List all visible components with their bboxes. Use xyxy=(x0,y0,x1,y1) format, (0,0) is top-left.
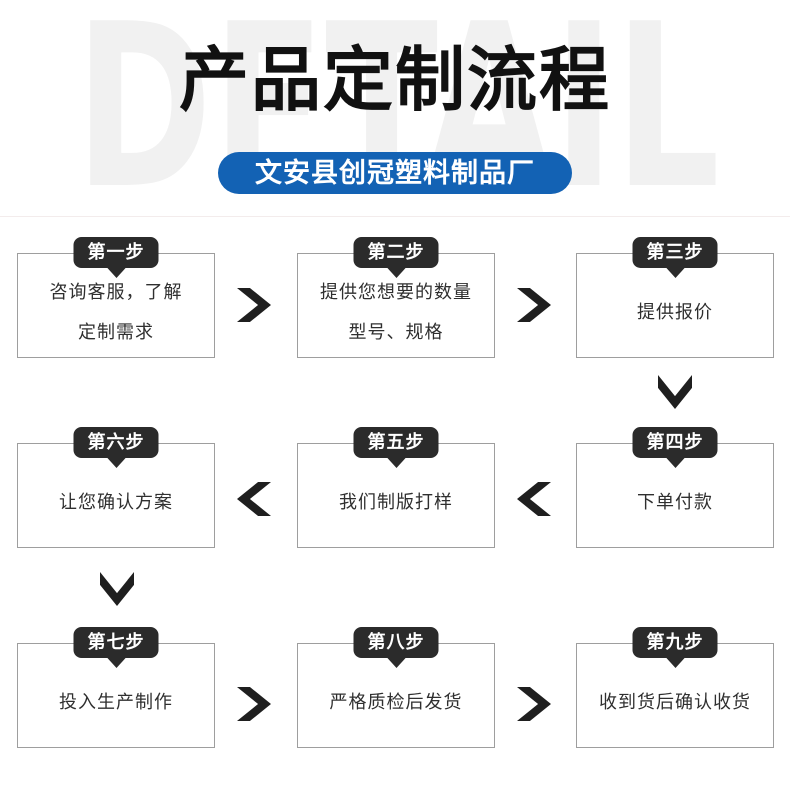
step-text-9: 收到货后确认收货 xyxy=(599,691,751,712)
chevron-right-icon xyxy=(237,687,271,721)
chevron-left-icon xyxy=(237,482,271,516)
step-box-2: 第二步 提供您想要的数量 型号、规格 xyxy=(297,237,495,358)
step-box-6: 第六步 让您确认方案 xyxy=(17,427,215,548)
page-title: 产品定制流程 xyxy=(179,41,611,119)
step-text-8: 严格质检后发货 xyxy=(329,691,463,712)
step-tag-2: 第二步 xyxy=(353,237,439,268)
chevron-left-icon xyxy=(517,482,551,516)
detail-watermark: DETAIL xyxy=(75,0,720,239)
step-box-9: 第九步 收到货后确认收货 xyxy=(576,627,774,748)
step-tag-3: 第三步 xyxy=(632,237,718,268)
step-box-1: 第一步 咨询客服，了解 定制需求 xyxy=(17,237,215,358)
step-tag-1: 第一步 xyxy=(73,237,159,268)
step-box-4: 第四步 下单付款 xyxy=(576,427,774,548)
step-box-8: 第八步 严格质检后发货 xyxy=(297,627,495,748)
chevron-right-icon xyxy=(237,288,271,322)
chevron-right-icon xyxy=(517,288,551,322)
step-text-6: 让您确认方案 xyxy=(59,491,173,512)
step-tag-5: 第五步 xyxy=(353,427,439,458)
step-tag-8: 第八步 xyxy=(353,627,439,658)
chevron-down-icon xyxy=(658,375,692,409)
step-box-3: 第三步 提供报价 xyxy=(576,237,774,358)
step-text-1: 咨询客服，了解 定制需求 xyxy=(49,281,183,342)
company-banner: 文安县创冠塑料制品厂 xyxy=(218,152,572,194)
step-text-7: 投入生产制作 xyxy=(59,691,173,712)
step-text-5: 我们制版打样 xyxy=(339,491,453,512)
chevron-right-icon xyxy=(517,687,551,721)
watermark-text: DETAIL xyxy=(75,0,720,239)
section-divider xyxy=(0,216,790,217)
step-tag-7: 第七步 xyxy=(73,627,159,658)
step-tag-4: 第四步 xyxy=(632,427,718,458)
step-tag-6: 第六步 xyxy=(73,427,159,458)
step-box-7: 第七步 投入生产制作 xyxy=(17,627,215,748)
step-text-4: 下单付款 xyxy=(637,491,713,512)
step-box-5: 第五步 我们制版打样 xyxy=(297,427,495,548)
step-text-2: 提供您想要的数量 型号、规格 xyxy=(320,281,472,342)
chevron-down-icon xyxy=(100,572,134,606)
step-text-3: 提供报价 xyxy=(637,301,713,322)
step-tag-9: 第九步 xyxy=(632,627,718,658)
